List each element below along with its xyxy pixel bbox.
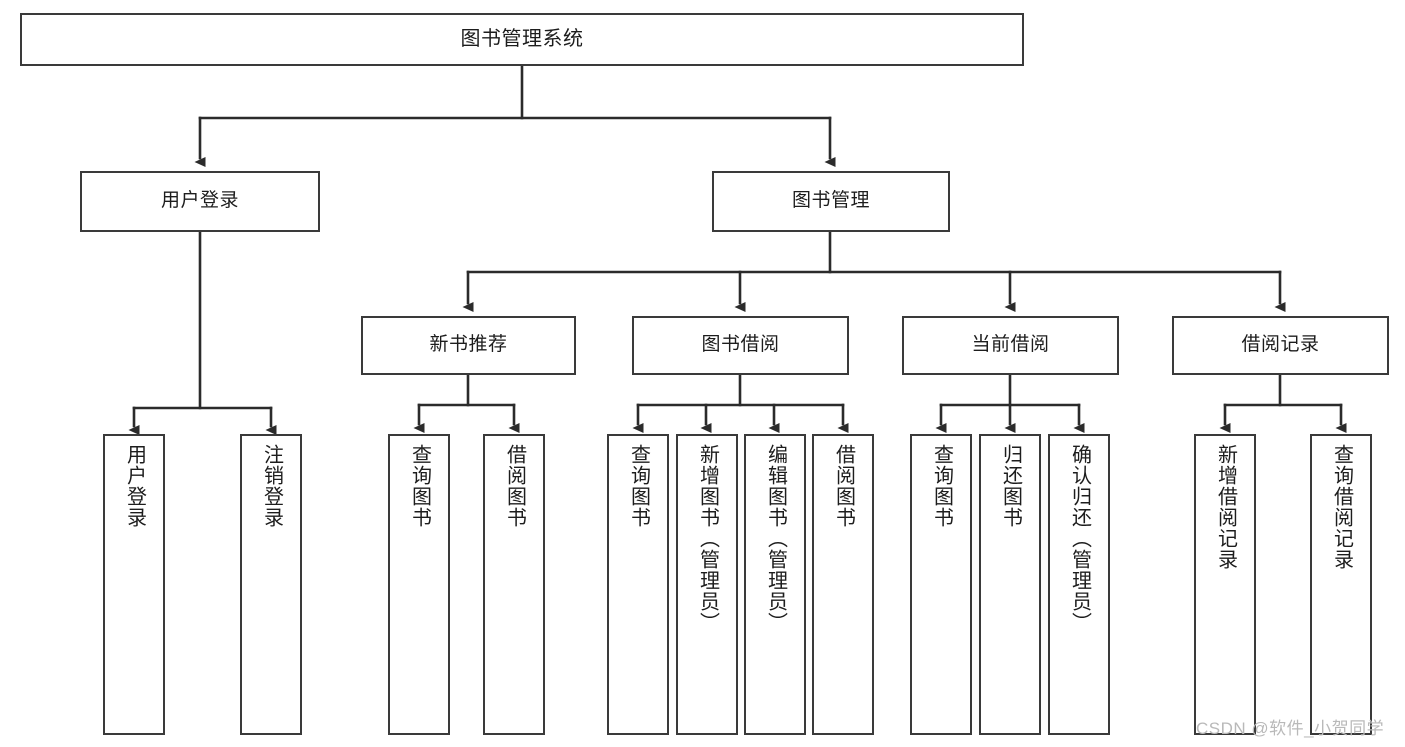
node-root-label: 图书管理系统 bbox=[460, 27, 584, 50]
node-current-borrow[interactable]: 当前借阅 bbox=[902, 316, 1119, 375]
node-leaf-user-login[interactable]: 用户登录 bbox=[103, 434, 165, 735]
node-leaf-add-book-label: 新增图书（管理员） bbox=[696, 444, 719, 633]
node-leaf-add-book[interactable]: 新增图书（管理员） bbox=[676, 434, 738, 735]
node-leaf-borrow-book-2[interactable]: 借阅图书 bbox=[812, 434, 874, 735]
node-leaf-query-book-1[interactable]: 查询图书 bbox=[388, 434, 450, 735]
node-new-book-rec[interactable]: 新书推荐 bbox=[361, 316, 576, 375]
node-leaf-borrow-book-1-label: 借阅图书 bbox=[503, 444, 526, 528]
node-user-login[interactable]: 用户登录 bbox=[80, 171, 320, 232]
node-leaf-query-book-2-label: 查询图书 bbox=[627, 444, 650, 528]
node-leaf-query-book-2[interactable]: 查询图书 bbox=[607, 434, 669, 735]
node-leaf-add-record[interactable]: 新增借阅记录 bbox=[1194, 434, 1256, 735]
node-user-login-label: 用户登录 bbox=[160, 190, 239, 212]
node-leaf-confirm-return-label: 确认归还（管理员） bbox=[1068, 444, 1091, 633]
node-leaf-edit-book-label: 编辑图书（管理员） bbox=[764, 444, 787, 633]
node-leaf-return-book[interactable]: 归还图书 bbox=[979, 434, 1041, 735]
node-root[interactable]: 图书管理系统 bbox=[20, 13, 1024, 66]
node-leaf-query-book-3[interactable]: 查询图书 bbox=[910, 434, 972, 735]
node-leaf-add-record-label: 新增借阅记录 bbox=[1214, 444, 1237, 570]
node-leaf-confirm-return[interactable]: 确认归还（管理员） bbox=[1048, 434, 1110, 735]
node-leaf-query-record[interactable]: 查询借阅记录 bbox=[1310, 434, 1372, 735]
node-current-borrow-label: 当前借阅 bbox=[971, 334, 1050, 356]
node-new-book-rec-label: 新书推荐 bbox=[429, 334, 508, 356]
node-leaf-logout[interactable]: 注销登录 bbox=[240, 434, 302, 735]
node-leaf-query-book-1-label: 查询图书 bbox=[408, 444, 431, 528]
node-leaf-logout-label: 注销登录 bbox=[260, 444, 283, 528]
node-book-manage[interactable]: 图书管理 bbox=[712, 171, 950, 232]
node-leaf-borrow-book-1[interactable]: 借阅图书 bbox=[483, 434, 545, 735]
node-leaf-query-book-3-label: 查询图书 bbox=[930, 444, 953, 528]
node-book-manage-label: 图书管理 bbox=[791, 190, 870, 212]
node-leaf-query-record-label: 查询借阅记录 bbox=[1330, 444, 1353, 570]
node-leaf-return-book-label: 归还图书 bbox=[999, 444, 1022, 528]
node-leaf-borrow-book-2-label: 借阅图书 bbox=[832, 444, 855, 528]
csdn-watermark: CSDN @软件_小贺同学 bbox=[1196, 719, 1385, 738]
node-borrow-record-label: 借阅记录 bbox=[1241, 334, 1320, 356]
node-leaf-user-login-label: 用户登录 bbox=[123, 444, 146, 528]
node-book-borrow-label: 图书借阅 bbox=[701, 334, 780, 356]
node-borrow-record[interactable]: 借阅记录 bbox=[1172, 316, 1389, 375]
node-leaf-edit-book[interactable]: 编辑图书（管理员） bbox=[744, 434, 806, 735]
node-book-borrow[interactable]: 图书借阅 bbox=[632, 316, 849, 375]
